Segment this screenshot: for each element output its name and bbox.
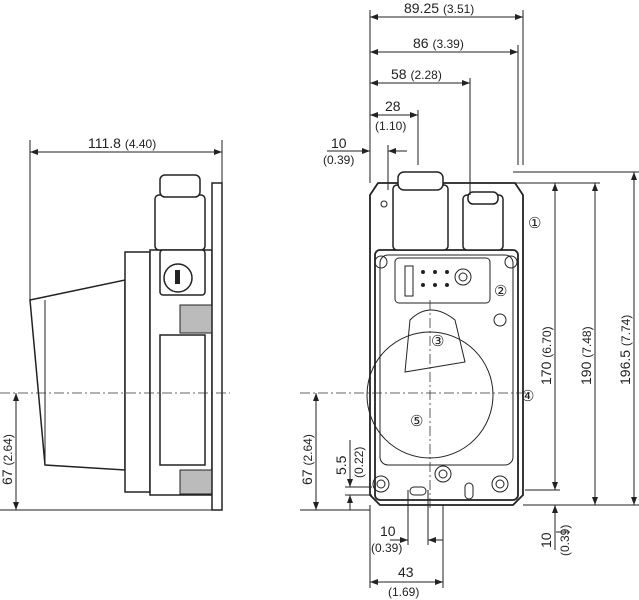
svg-text:89.25 (3.51): 89.25 (3.51) (404, 0, 474, 16)
housing-side (124, 251, 151, 493)
svg-text:67 (2.64): 67 (2.64) (0, 434, 15, 485)
mounting-plate-front (369, 182, 524, 506)
callout-3: ③ (431, 333, 444, 350)
dim-86: 86 (413, 35, 429, 51)
callout-2: ② (494, 283, 507, 300)
dim-10-slot: 10 (380, 523, 396, 539)
thread-insert-top (179, 304, 213, 334)
svg-text:86 (3.39): 86 (3.39) (413, 35, 464, 51)
front-view: ① ② ③ ④ ⑤ (300, 171, 541, 510)
dim-10-bottom: 10 (538, 532, 554, 548)
dim-67-side: 67 (0, 469, 15, 485)
svg-text:58 (2.28): 58 (2.28) (391, 66, 442, 82)
led-panel (394, 257, 491, 304)
svg-text:67 (2.64): 67 (2.64) (299, 434, 315, 485)
svg-text:111.8 (4.40): 111.8 (4.40) (88, 135, 156, 151)
front-dimensions: 89.25 (3.51) 86 (3.39) 58 (2.28) 28 (1.1… (299, 0, 639, 599)
dim-inch: (7.48) (580, 326, 594, 357)
dim-inch: (1.69) (388, 585, 419, 599)
side-view: 111.8 (4.40) 67 (2.64) (0, 135, 230, 511)
dim-28: 28 (385, 98, 401, 114)
dim-inch: (0.22) (352, 447, 366, 478)
svg-text:196.5 (7.74): 196.5 (7.74) (617, 315, 633, 385)
cable-gland-1 (392, 184, 449, 251)
dim-67-front: 67 (299, 469, 315, 485)
dim-inch: (0.39) (371, 541, 402, 555)
screw-icons (372, 200, 518, 493)
actuator-cap (404, 309, 466, 373)
svg-text:170 (6.70): 170 (6.70) (538, 326, 554, 385)
dim-inch: (0.39) (558, 525, 572, 556)
svg-text:190 (7.48): 190 (7.48) (578, 326, 594, 385)
callouts: ① ② ③ ④ ⑤ (410, 215, 541, 430)
dim-170: 170 (538, 361, 554, 385)
dim-inch: (2.28) (410, 68, 441, 82)
actuator-head-side (29, 279, 126, 471)
dim-inch: (7.74) (619, 315, 633, 346)
dim-5-5: 5.5 (333, 455, 349, 475)
dim-190: 190 (578, 361, 594, 385)
dim-inch: (0.39) (323, 153, 354, 167)
dim-58: 58 (391, 66, 407, 82)
cable-gland-side (154, 194, 206, 251)
slot-horizontal (409, 486, 427, 496)
thread-insert-bottom (179, 469, 213, 495)
slot-vertical (464, 482, 474, 500)
dim-10-top: 10 (331, 135, 347, 151)
dim-43: 43 (398, 564, 414, 580)
dim-inch: (3.51) (443, 2, 474, 16)
dim-inch: (1.10) (375, 119, 406, 133)
dim-inch: (3.39) (432, 37, 463, 51)
mounting-plate-side (211, 182, 223, 511)
callout-1: ① (528, 215, 541, 232)
dim-inch: (2.64) (1, 434, 15, 465)
dim-inch: (4.40) (125, 137, 156, 151)
dim-inch: (6.70) (540, 326, 554, 357)
dim-111-8: 111.8 (88, 135, 121, 151)
dim-89-25: 89.25 (404, 0, 439, 16)
dim-196-5: 196.5 (617, 350, 633, 385)
dim-inch: (2.64) (301, 434, 315, 465)
callout-5: ⑤ (410, 413, 423, 430)
callout-4: ④ (521, 388, 534, 405)
